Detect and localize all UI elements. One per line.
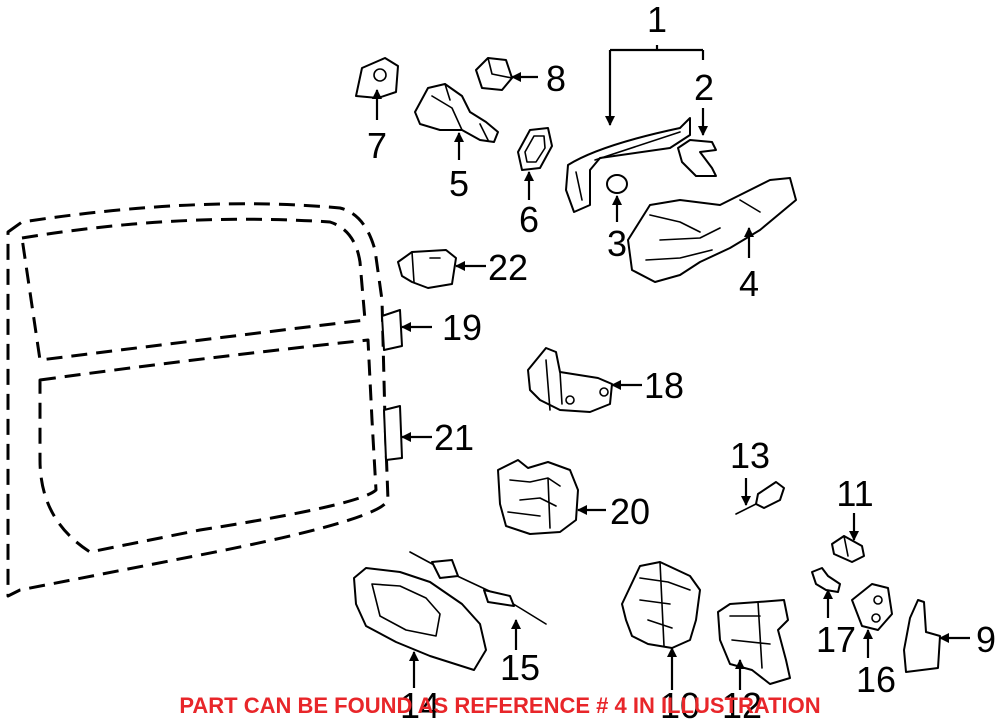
part-18-hinge: [527, 347, 613, 413]
callout-6: 6: [519, 199, 539, 240]
reference-notice: PART CAN BE FOUND AS REFERENCE # 4 IN IL…: [179, 693, 820, 718]
callout-2: 2: [694, 67, 714, 108]
part-8-cap: [475, 57, 513, 91]
callout-11: 11: [836, 473, 873, 514]
part-6-gasket: [517, 127, 553, 171]
callout-15: 15: [500, 647, 540, 688]
part-10-lock-actuator: [621, 561, 701, 649]
part-2-handle-cap: [677, 139, 717, 177]
part-1-outer-handle: [565, 117, 691, 213]
callout-7: 7: [367, 125, 387, 166]
callout-1: 1: [647, 0, 667, 40]
callout-5: 5: [449, 163, 469, 204]
callout-8: 8: [546, 58, 566, 99]
part-20-hinge: [497, 459, 579, 535]
part-16-striker: [851, 583, 893, 631]
callout-21: 21: [434, 417, 474, 458]
callout-18: 18: [644, 365, 684, 406]
part-5-lock-cylinder: [414, 83, 499, 143]
part-3-ring: [606, 174, 628, 194]
callout-10: 10: [660, 685, 700, 725]
callout-4: 4: [739, 263, 759, 304]
part-4-handle-carrier: [627, 177, 797, 283]
part-19-label: [381, 309, 403, 351]
part-14-inner-handle: [353, 567, 487, 671]
part-17-screw: [811, 567, 841, 593]
part-22-bracket: [397, 249, 457, 289]
callout-14: 14: [400, 685, 440, 725]
part-15-cable: [409, 551, 547, 625]
part-13-switch: [735, 481, 785, 515]
callout-13: 13: [730, 435, 770, 476]
callout-12: 12: [722, 685, 762, 725]
callout-16: 16: [856, 659, 896, 700]
callout-20: 20: [610, 491, 650, 532]
callout-17: 17: [816, 619, 856, 660]
part-21-label: [383, 405, 403, 461]
callout-22: 22: [488, 247, 528, 288]
callout-bracket-1-2: [605, 45, 708, 136]
door-outline: [6, 202, 390, 598]
callout-3: 3: [607, 223, 627, 264]
callout-19: 19: [442, 307, 482, 348]
part-11-bolt: [831, 535, 865, 563]
part-9-cover: [903, 599, 941, 673]
callout-9: 9: [976, 619, 996, 660]
part-12-lock-cover: [717, 599, 791, 685]
